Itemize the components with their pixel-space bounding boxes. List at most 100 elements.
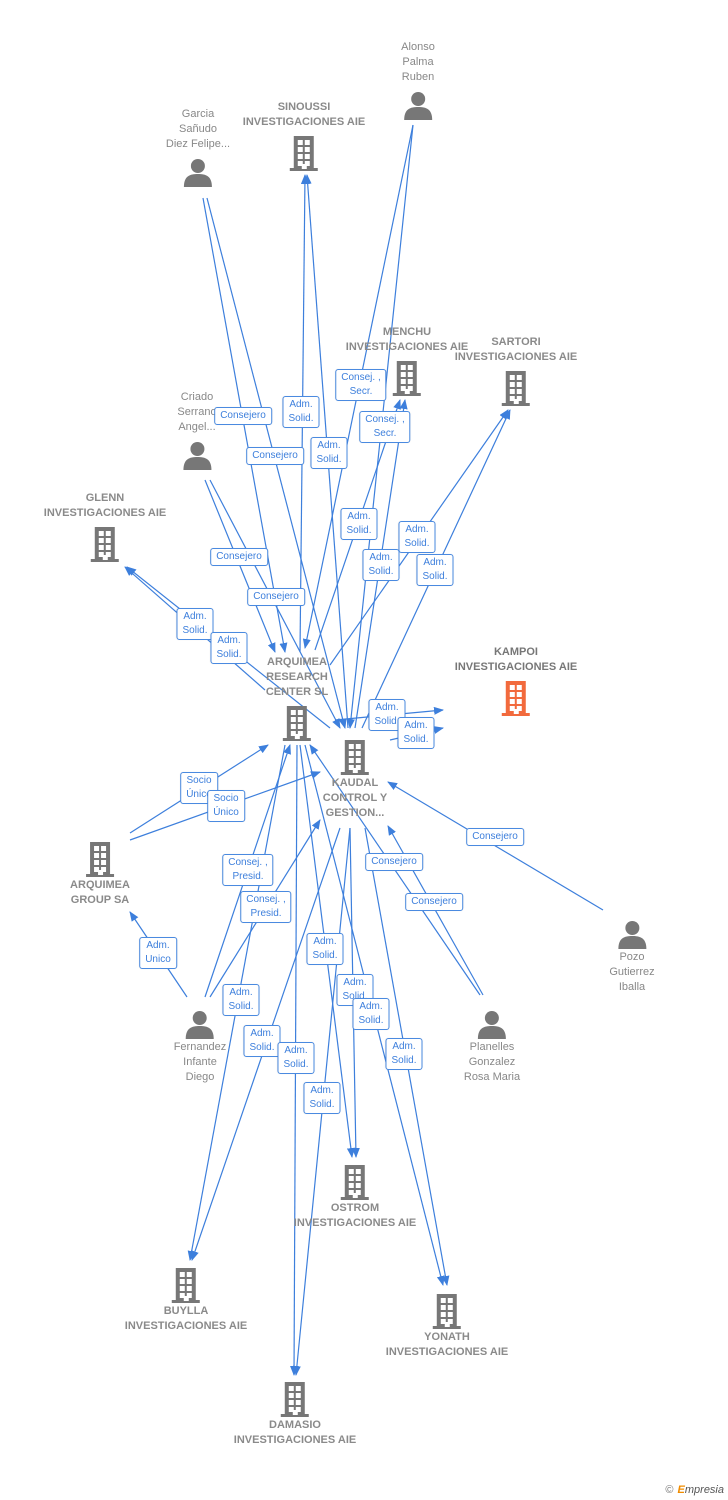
edge-label[interactable]: Consej. ,Secr. — [335, 369, 387, 401]
edge-label[interactable]: Consejero — [405, 893, 463, 911]
edge-label[interactable]: Consejero — [246, 447, 304, 465]
node-label-line: ARQUIMEA — [267, 656, 327, 668]
edge-label[interactable]: Adm.Solid. — [310, 437, 348, 469]
edge-label-line: Solid. — [216, 649, 242, 660]
edge-label[interactable]: Adm.Solid. — [416, 554, 454, 586]
node-label-line: INVESTIGACIONES AIE — [345, 341, 469, 353]
edge-label[interactable]: Consej. ,Presid. — [222, 854, 274, 886]
node-label-line: SARTORI — [491, 336, 541, 348]
edge-label[interactable]: Adm. Solid. — [303, 1082, 341, 1114]
edge-label-line: Adm. — [343, 977, 367, 988]
edge-label[interactable]: Adm.Solid. — [397, 717, 435, 749]
edge-label[interactable]: Adm.Solid. — [210, 632, 248, 664]
edge-line — [204, 479, 276, 653]
edge-label-line: Consej. , — [246, 894, 286, 905]
edge-label[interactable]: Consej. ,Secr. — [359, 411, 411, 443]
node-label-line: Serrano — [177, 406, 217, 418]
edge-label[interactable]: Consejero — [247, 588, 305, 606]
edge-label-line: Solid. — [346, 525, 372, 536]
edge-label[interactable]: Adm.Solid. — [362, 549, 400, 581]
edge-label-line: Adm. — [183, 611, 207, 622]
building-icon — [44, 525, 166, 563]
edge-label-line: Solid. — [309, 1099, 335, 1110]
node-label: ARQUIMEA RESEARCH CENTER SL — [266, 655, 328, 700]
edge-label-line: Adm. — [250, 1028, 274, 1039]
edge-line — [387, 781, 604, 911]
edge-label-line: Solid. — [288, 413, 314, 424]
node-arquimea-group[interactable]: ARQUIMEA GROUP SA — [70, 840, 130, 908]
edge-label-line: Consejero — [252, 450, 298, 461]
node-label-line: GLENN — [85, 492, 125, 504]
edge-label[interactable]: Adm.Solid. — [222, 984, 260, 1016]
edge-label[interactable]: Consejero — [365, 853, 423, 871]
node-label-line: Rosa Maria — [463, 1071, 521, 1083]
node-menchu[interactable]: MENCHU INVESTIGACIONES AIE — [346, 325, 468, 397]
edge-label-line: Solid. — [374, 716, 400, 727]
edge-label[interactable]: Adm.Solid. — [398, 521, 436, 553]
node-label-line: YONATH — [424, 1331, 470, 1343]
node-label-line: Iballa — [618, 981, 646, 993]
edge-label-line: Adm. — [284, 1045, 308, 1056]
edge-label-line: Solid. — [182, 625, 208, 636]
node-label-line: ARQUIMEA — [70, 879, 130, 891]
edge-label-line: Presid. — [232, 871, 264, 882]
edge-label[interactable]: Adm.Solid. — [277, 1042, 315, 1074]
building-icon — [294, 1163, 416, 1201]
edge-label[interactable]: Adm. Solid. — [282, 396, 320, 428]
edge-label-line: Adm. — [310, 1085, 334, 1096]
edge-label[interactable]: Adm.Solid. — [352, 998, 390, 1030]
person-icon — [166, 156, 230, 188]
edge-label-line: Secr. — [349, 386, 373, 397]
node-label-line: MENCHU — [382, 326, 432, 338]
node-label-line: Pozo — [619, 951, 645, 963]
node-label-line: CONTROL Y — [322, 792, 388, 804]
edge-label[interactable]: Consej. , Presid. — [240, 891, 292, 923]
edge-label-line: Adm. — [289, 399, 313, 410]
edge-label[interactable]: Adm.Solid. — [385, 1038, 423, 1070]
edge-label[interactable]: Consejero — [210, 548, 268, 566]
edge-label[interactable]: Consejero — [466, 828, 524, 846]
edge-label-line: Socio — [213, 793, 239, 804]
person-icon — [464, 1008, 520, 1040]
edge-label-line: Único — [186, 789, 212, 800]
edge-label[interactable]: Adm.Solid. — [340, 508, 378, 540]
edge-label[interactable]: Adm.Solid. — [243, 1025, 281, 1057]
building-icon — [455, 369, 577, 407]
edge-label[interactable]: Adm. Solid. — [176, 608, 214, 640]
node-label-line: CENTER SL — [265, 686, 329, 698]
edge-label-line: Unico — [145, 954, 171, 965]
edge-label[interactable]: Consejero — [214, 407, 272, 425]
node-label-line: INVESTIGACIONES AIE — [454, 661, 578, 673]
node-label-line: GROUP SA — [70, 894, 130, 906]
node-label-line: INVESTIGACIONES AIE — [124, 1320, 248, 1332]
node-arquimea-rc[interactable]: ARQUIMEA RESEARCH CENTER SL — [266, 655, 328, 742]
edge-label[interactable]: Adm.Unico — [139, 937, 177, 969]
edge-label-line: Presid. — [250, 908, 282, 919]
edge-label-line: Solid. — [422, 571, 448, 582]
edge-label[interactable]: Adm.Solid. — [306, 933, 344, 965]
node-label-line: RESEARCH — [266, 671, 328, 683]
